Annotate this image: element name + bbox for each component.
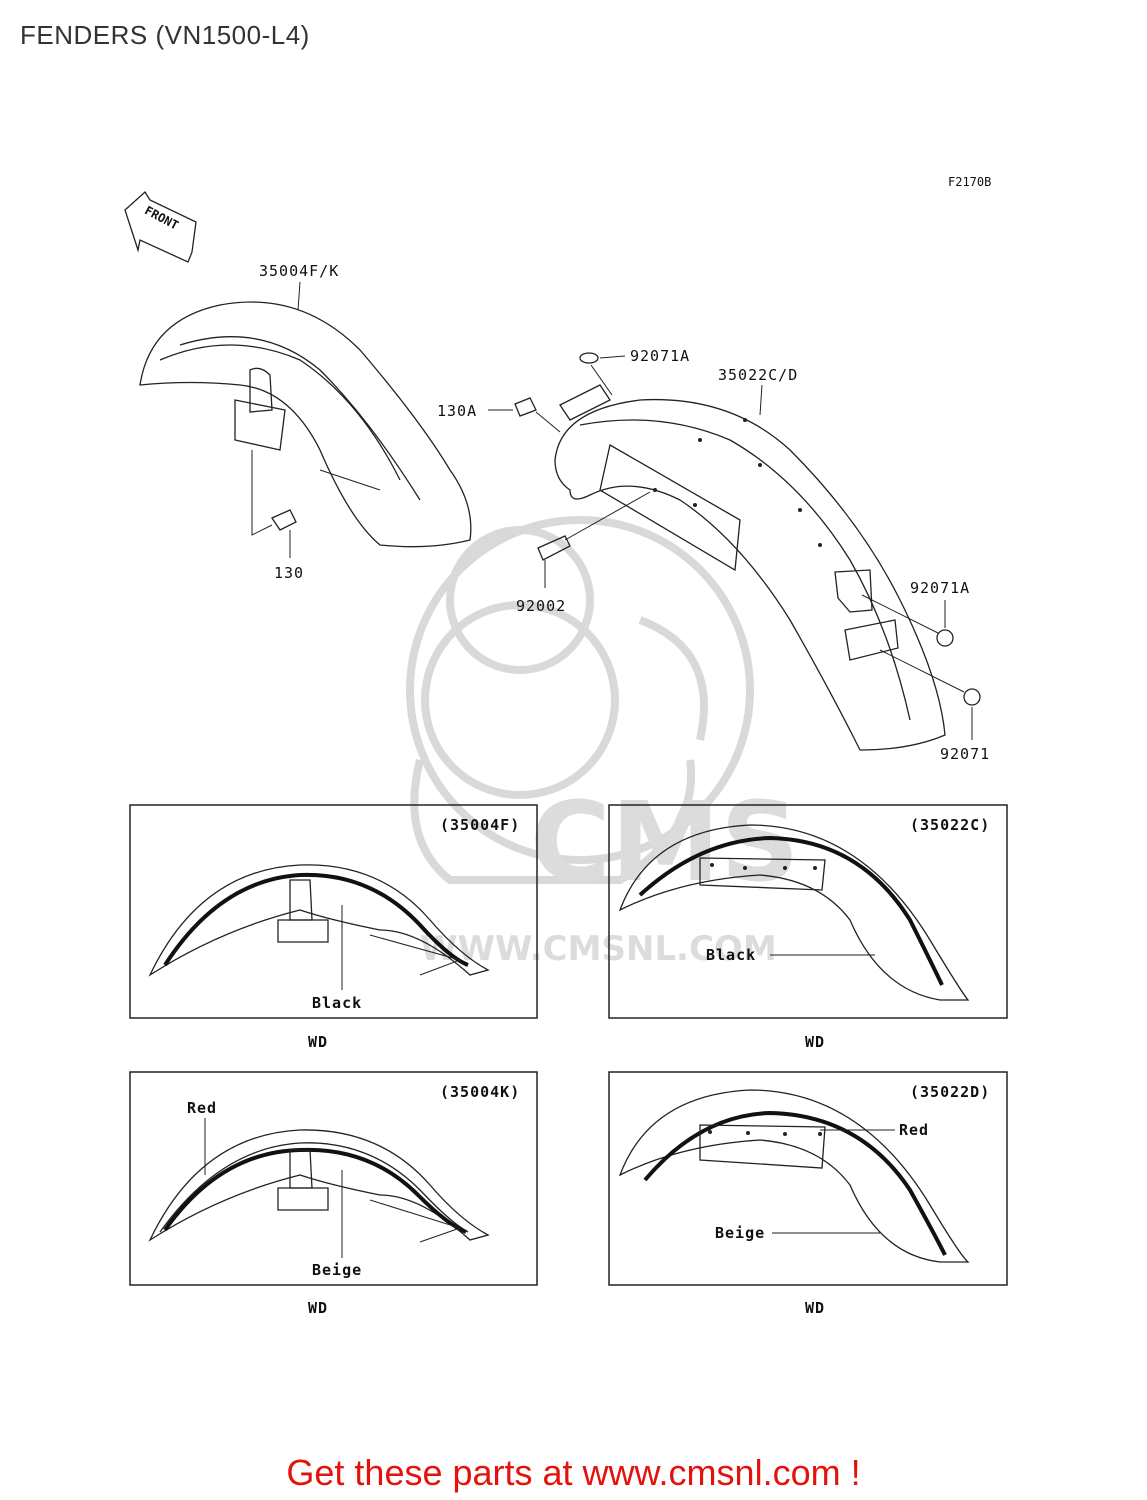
variant-color: Red	[899, 1121, 929, 1139]
variant-box-35022d: (35022D) Red Beige	[608, 1071, 1008, 1286]
watermark-url: WWW.CMSNL.COM	[420, 929, 777, 969]
variant-box-35004k: (35004K) Red Beige	[129, 1071, 538, 1286]
callout-rear-fender: 35022C/D	[718, 366, 798, 384]
cap-top-icon	[579, 352, 626, 396]
bolt-92002-icon	[537, 491, 651, 588]
variant-color: Black	[706, 946, 756, 964]
variant-code: (35004K)	[440, 1083, 520, 1101]
callout-cap-right: 92071A	[910, 579, 970, 597]
callout-bolt-92002: 92002	[516, 597, 566, 615]
variant-code: (35004F)	[440, 816, 520, 834]
variant-color: Black	[312, 994, 362, 1012]
variant-color: Beige	[312, 1261, 362, 1279]
front-arrow-icon: FRONT	[124, 190, 197, 263]
callout-cap-bottom: 92071	[940, 745, 990, 763]
variant-market: WD	[805, 1299, 825, 1317]
variant-color: Beige	[715, 1224, 765, 1242]
footer-link[interactable]: Get these parts at www.cmsnl.com !	[286, 1452, 861, 1493]
cms-watermark: CMS WWW.CMSNL.COM	[406, 516, 799, 969]
cap-right-icon	[861, 594, 954, 647]
variant-color: Red	[187, 1099, 217, 1117]
figure-code: F2170B	[948, 175, 991, 189]
variant-code: (35022C)	[910, 816, 990, 834]
variant-market: WD	[308, 1299, 328, 1317]
callout-front-fender: 35004F/K	[259, 262, 339, 280]
bolt-130a-icon	[488, 397, 561, 433]
bolt-130-icon	[251, 450, 297, 558]
front-fender-drawing	[139, 301, 472, 548]
variant-box-35004f: (35004F) Black	[129, 804, 538, 1019]
variant-box-35022c: (35022C) Black	[608, 804, 1008, 1019]
page-title: FENDERS (VN1500-L4)	[20, 20, 310, 50]
callout-cap-top: 92071A	[630, 347, 690, 365]
callout-bolt-front: 130	[274, 564, 304, 582]
variant-market: WD	[805, 1033, 825, 1051]
front-label: FRONT	[142, 203, 180, 232]
variant-market: WD	[308, 1033, 328, 1051]
variant-code: (35022D)	[910, 1083, 990, 1101]
cap-bottom-icon	[879, 649, 981, 740]
callout-bolt-rear: 130A	[437, 402, 477, 420]
rear-fender-drawing	[554, 384, 946, 751]
watermark-brand: CMS	[530, 778, 799, 906]
